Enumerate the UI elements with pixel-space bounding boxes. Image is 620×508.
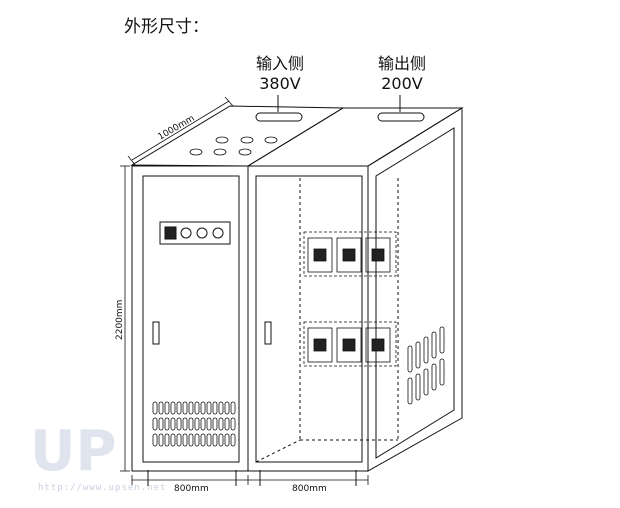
watermark-url: http://www.upsen.net bbox=[38, 483, 166, 493]
right-cabinet-door-frame bbox=[255, 175, 363, 463]
breaker-group-lower bbox=[303, 321, 397, 367]
side-vent-grille bbox=[407, 326, 445, 405]
input-cable-slot bbox=[255, 112, 303, 122]
output-cable-slot bbox=[377, 112, 425, 122]
watermark: UP http://www.upsen.net bbox=[30, 419, 166, 493]
meter-panel bbox=[159, 221, 231, 245]
right-cabinet bbox=[247, 107, 463, 486]
input-side-label: 输入侧 bbox=[255, 54, 304, 73]
output-side-voltage: 200V bbox=[381, 74, 423, 93]
left-cabinet-door bbox=[142, 175, 240, 463]
input-side-label-group: 输入侧 380V bbox=[240, 54, 320, 94]
output-side-label-group: 输出侧 200V bbox=[362, 54, 442, 94]
output-side-label: 输出侧 bbox=[377, 54, 426, 73]
height-dimension bbox=[120, 165, 130, 472]
left-vent-grille bbox=[152, 401, 236, 447]
height-dimension-text: 2200mm bbox=[115, 300, 125, 340]
left-door-handle bbox=[152, 321, 160, 345]
dimensions-heading: 外形尺寸： bbox=[124, 17, 209, 37]
breaker-group-upper bbox=[303, 231, 397, 277]
depth-dimension bbox=[127, 96, 234, 167]
top-terminals bbox=[189, 136, 278, 156]
cabinet-top bbox=[130, 105, 464, 167]
watermark-logo: UP bbox=[30, 419, 117, 484]
right-door-handle bbox=[264, 321, 272, 345]
input-side-voltage: 380V bbox=[259, 74, 301, 93]
width-right-text: 800mm bbox=[292, 484, 327, 494]
width-left-text: 800mm bbox=[174, 484, 209, 494]
width-dimensions bbox=[131, 475, 369, 485]
